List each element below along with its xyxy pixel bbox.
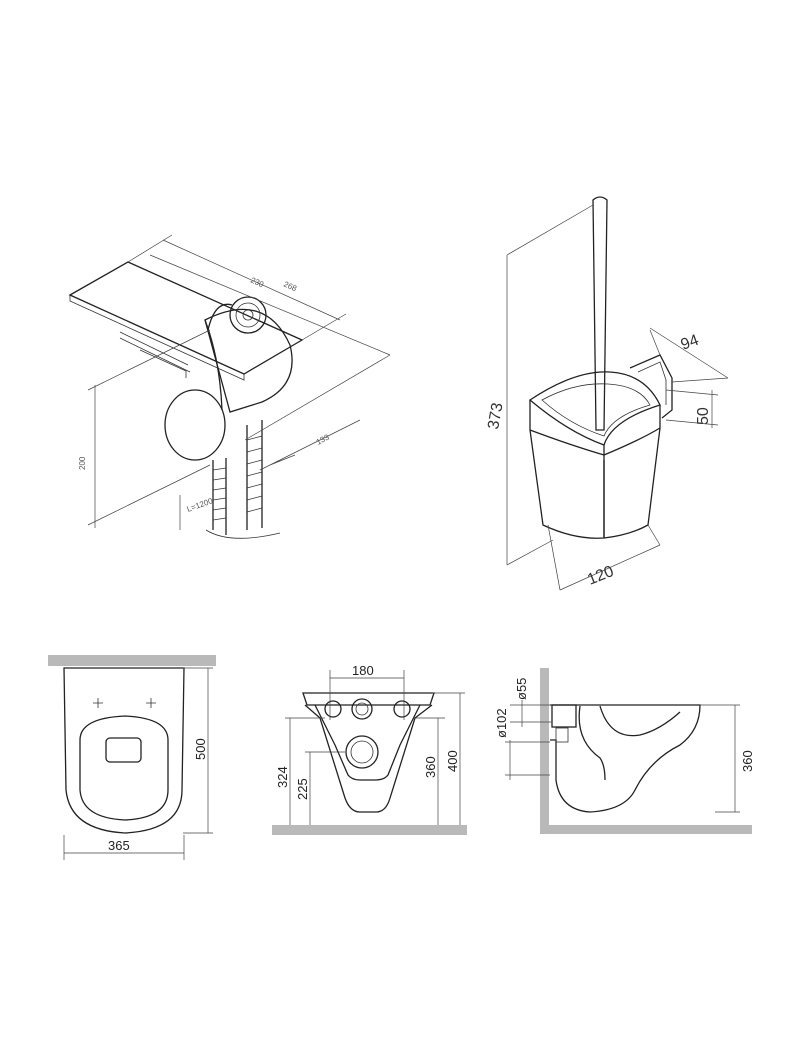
side-wall — [540, 668, 549, 833]
dim-d55: ø55 — [514, 678, 529, 700]
hygienic-shower-view: 268 230 200 133 L=1200 — [68, 234, 391, 539]
dim-225: 225 — [295, 778, 310, 800]
floor — [272, 825, 467, 835]
shower-head — [229, 296, 267, 334]
toilet-side-view: ø55 ø102 360 — [494, 668, 755, 834]
dim-373: 373 — [485, 401, 506, 430]
toilet-back-outline — [302, 692, 435, 706]
dim-d102: ø102 — [494, 708, 509, 738]
bolt-holes — [93, 698, 156, 708]
dim-133: 133 — [315, 432, 331, 446]
wall-mount — [629, 354, 673, 419]
brush-handle — [592, 196, 608, 431]
dim-268: 268 — [282, 280, 298, 294]
dim-500: 500 — [193, 738, 208, 760]
dim-50: 50 — [695, 407, 712, 425]
dim-200: 200 — [78, 456, 87, 470]
dim-360-side: 360 — [740, 750, 755, 772]
dim-360-back: 360 — [423, 756, 438, 778]
dim-hose-length: L=1200 — [186, 496, 215, 514]
shower-hose — [205, 420, 281, 539]
toilet-bowl-outline — [63, 667, 185, 834]
drain-outlet — [345, 735, 379, 769]
brush-holder-view: 373 94 50 120 — [485, 196, 729, 591]
dim-94: 94 — [679, 332, 702, 354]
water-inlet — [351, 698, 373, 720]
inlet-left — [324, 700, 342, 718]
dim-180: 180 — [352, 663, 374, 678]
side-inlet — [551, 704, 577, 728]
shower-shelf — [68, 261, 304, 375]
shower-holder — [164, 389, 226, 461]
seat-buffer — [105, 737, 142, 763]
dim-400: 400 — [445, 750, 460, 772]
wall — [48, 655, 216, 666]
side-floor — [540, 825, 752, 834]
toilet-top-view: 500 365 — [48, 655, 216, 860]
dim-324: 324 — [275, 766, 290, 788]
toilet-seat — [79, 715, 169, 821]
dim-230: 230 — [249, 276, 265, 290]
toilet-side-outline — [550, 704, 701, 813]
dim-365: 365 — [108, 838, 130, 853]
inlet-right — [393, 700, 411, 718]
toilet-back-view: 180 324 225 360 400 — [272, 663, 467, 835]
